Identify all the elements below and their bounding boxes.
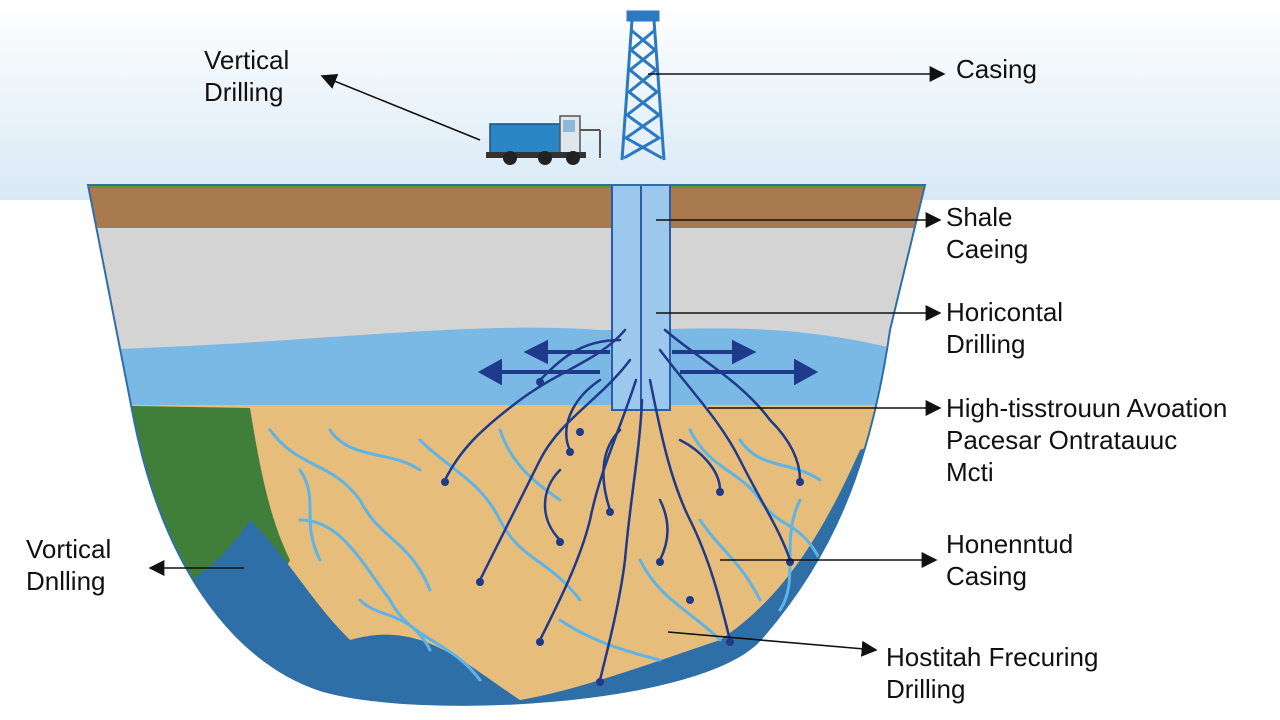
leader-vertical-drilling-top <box>320 73 481 141</box>
label-line: Casing <box>946 561 1027 591</box>
label-line: Horicontal <box>946 297 1064 327</box>
label-line: Dnlling <box>26 566 106 596</box>
label-line: High-tisstrouun Avoation <box>946 393 1228 423</box>
flow-arrows <box>477 339 819 386</box>
bowl-outline <box>86 184 927 706</box>
label-line: Drilling <box>204 77 284 107</box>
label-line: Hostitah Frecuring <box>886 642 1099 672</box>
earth-cross-section <box>88 185 925 705</box>
leader-hydraulic-fracturing <box>667 631 878 657</box>
label-line: Drilling <box>946 329 1026 359</box>
drilling-derrick <box>620 10 666 161</box>
drilling-truck <box>486 115 601 165</box>
label-line: Vertical <box>204 45 290 75</box>
label-line: Shale <box>946 202 1013 232</box>
bore-tips <box>441 378 804 686</box>
label-line: Drilling <box>886 674 966 704</box>
label-line: Mcti <box>946 457 994 487</box>
leader-arrows <box>148 66 946 657</box>
blue-rock-edge-bottom <box>88 420 925 705</box>
label-casing: Casing <box>956 53 1037 85</box>
label-line: Caeing <box>946 234 1029 264</box>
label-line: Casing <box>956 54 1037 84</box>
label-line: Pacesar Ontratauuc <box>946 425 1178 455</box>
topsoil-layer <box>88 188 925 230</box>
label-line: Vortical <box>26 534 112 564</box>
label-line: Honenntud <box>946 529 1074 559</box>
